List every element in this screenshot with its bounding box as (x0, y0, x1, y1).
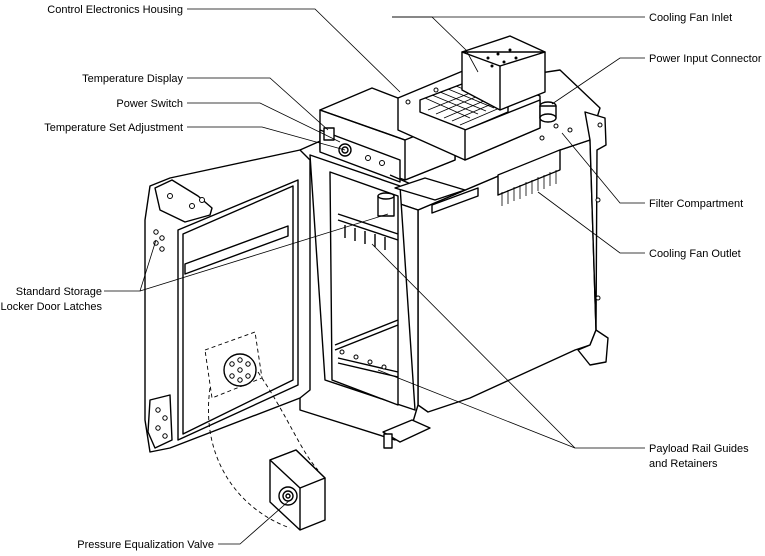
label-temperature-set-adjustment: Temperature Set Adjustment (44, 122, 183, 134)
label-door-latches-line2: Locker Door Latches (1, 301, 103, 313)
locker-door-shape (144, 149, 311, 453)
callout-labels: Control Electronics Housing Cooling Fan … (1, 4, 762, 551)
label-temperature-display: Temperature Display (82, 73, 183, 85)
power-input-housing-shape (461, 35, 573, 141)
label-cooling-fan-inlet: Cooling Fan Inlet (649, 12, 732, 24)
label-cooling-fan-outlet: Cooling Fan Outlet (649, 248, 741, 260)
label-control-electronics-housing: Control Electronics Housing (47, 4, 183, 16)
leader-lines (104, 8, 645, 545)
cooling-fan-inlet-shape (397, 67, 541, 161)
label-payload-rail-guides-line2: and Retainers (649, 458, 718, 470)
label-pressure-equalization-valve: Pressure Equalization Valve (77, 539, 214, 551)
label-payload-rail-guides-line1: Payload Rail Guides (649, 443, 749, 455)
label-power-input-connector: Power Input Connector (649, 53, 762, 65)
label-power-switch: Power Switch (116, 98, 183, 110)
locker-opening-shape (309, 154, 466, 449)
label-filter-compartment: Filter Compartment (649, 198, 743, 210)
label-door-latches-line1: Standard Storage (16, 286, 102, 298)
pressure-valve-shape (208, 371, 326, 531)
